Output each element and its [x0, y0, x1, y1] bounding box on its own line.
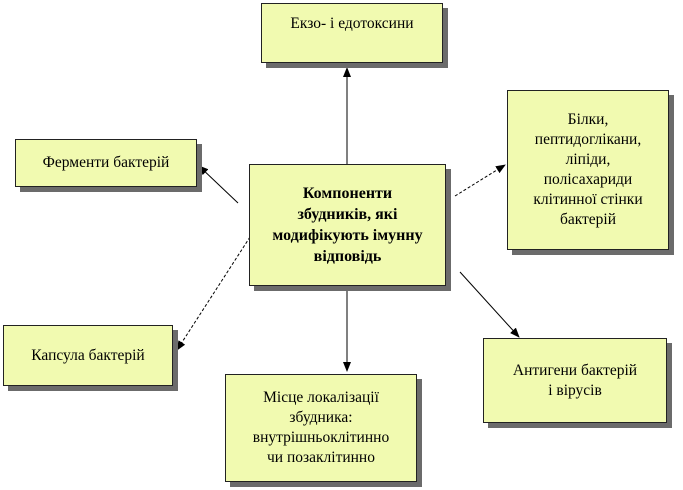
- center-node-label: Компоненти збудників, які модифікують ім…: [272, 185, 423, 265]
- arrow-to-cell-wall: [454, 164, 506, 197]
- node-location: Місце локалізації збудника: внутрішньокл…: [225, 374, 417, 482]
- node-antigens-label: Антигени бактерій і вірусів: [512, 361, 638, 399]
- node-cell-wall-label: Білки, пептидоглікани, ліпіди, полісахар…: [533, 111, 643, 228]
- arrow-to-antigens: [459, 271, 520, 338]
- node-capsule-label: Капсула бактерій: [31, 346, 145, 364]
- node-location-label: Місце локалізації збудника: внутрішньокл…: [252, 389, 390, 466]
- center-node: Компоненти збудників, які модифікують ім…: [249, 164, 446, 286]
- node-cell-wall: Білки, пептидоглікани, ліпіди, полісахар…: [507, 90, 669, 250]
- node-antigens: Антигени бактерій і вірусів: [483, 338, 667, 423]
- node-capsule: Капсула бактерій: [3, 325, 173, 386]
- arrow-to-capsule: [176, 236, 251, 351]
- node-enzymes: Ферменти бактерій: [15, 139, 197, 187]
- node-toxins-label: Екзо- і едотоксини: [290, 15, 414, 32]
- node-toxins: Екзо- і едотоксини: [261, 3, 443, 63]
- node-enzymes-label: Ферменти бактерій: [42, 154, 170, 171]
- arrow-to-enzymes: [198, 165, 239, 204]
